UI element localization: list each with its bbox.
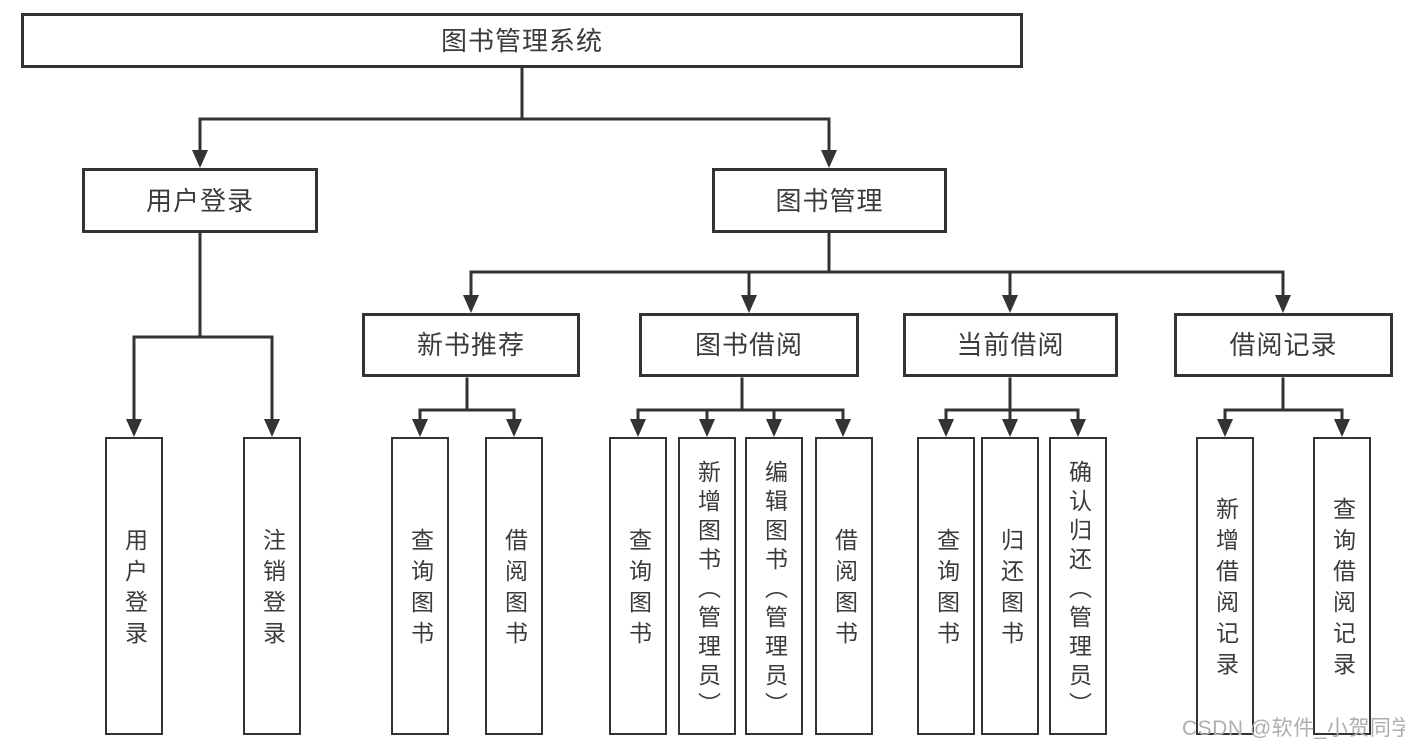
- node-borrow-records-label: 借阅记录: [1229, 330, 1338, 360]
- node-logout: 注销登录: [243, 437, 301, 735]
- node-new-book-rec-label: 新书推荐: [416, 330, 525, 360]
- node-br-add-label: 新增借阅记录: [1212, 497, 1239, 683]
- csdn-watermark: CSDN @软件_小贺同学: [1182, 717, 1405, 740]
- node-cb-return-label: 归还图书: [997, 528, 1024, 652]
- node-cb-confirm: 确认归还（管理员）: [1049, 437, 1107, 735]
- node-login-label: 用户登录: [121, 528, 148, 652]
- node-bb-query: 查询图书: [609, 437, 667, 735]
- node-logout-label: 注销登录: [259, 528, 286, 652]
- node-login: 用户登录: [105, 437, 163, 735]
- node-cb-query: 查询图书: [917, 437, 975, 735]
- node-current-borrow: 当前借阅: [903, 313, 1118, 377]
- node-bb-add-label: 新增图书（管理员）: [694, 459, 721, 721]
- node-user-login-label: 用户登录: [145, 185, 254, 216]
- node-current-borrow-label: 当前借阅: [956, 330, 1065, 360]
- node-book-mgmt: 图书管理: [712, 168, 947, 233]
- node-bb-edit: 编辑图书（管理员）: [745, 437, 803, 735]
- node-bb-query-label: 查询图书: [625, 528, 652, 652]
- node-rec-query: 查询图书: [391, 437, 449, 735]
- node-book-borrow: 图书借阅: [639, 313, 859, 377]
- node-cb-query-label: 查询图书: [933, 528, 960, 652]
- node-bb-edit-label: 编辑图书（管理员）: [761, 459, 788, 721]
- node-br-add: 新增借阅记录: [1196, 437, 1254, 735]
- node-book-mgmt-label: 图书管理: [775, 185, 884, 216]
- arrowheads: [126, 150, 1350, 437]
- node-borrow-records: 借阅记录: [1174, 313, 1393, 377]
- node-book-borrow-label: 图书借阅: [694, 330, 803, 360]
- node-bb-borrow-label: 借阅图书: [831, 528, 858, 652]
- node-bb-borrow: 借阅图书: [815, 437, 873, 735]
- node-root: 图书管理系统: [21, 13, 1023, 68]
- node-cb-confirm-label: 确认归还（管理员）: [1065, 459, 1092, 721]
- node-user-login: 用户登录: [82, 168, 318, 233]
- node-bb-add: 新增图书（管理员）: [678, 437, 736, 735]
- node-rec-borrow-label: 借阅图书: [501, 528, 528, 652]
- node-cb-return: 归还图书: [981, 437, 1039, 735]
- node-br-query: 查询借阅记录: [1313, 437, 1371, 735]
- node-br-query-label: 查询借阅记录: [1329, 497, 1356, 683]
- node-new-book-rec: 新书推荐: [362, 313, 580, 377]
- node-rec-borrow: 借阅图书: [485, 437, 543, 735]
- node-rec-query-label: 查询图书: [407, 528, 434, 652]
- node-root-label: 图书管理系统: [440, 25, 603, 56]
